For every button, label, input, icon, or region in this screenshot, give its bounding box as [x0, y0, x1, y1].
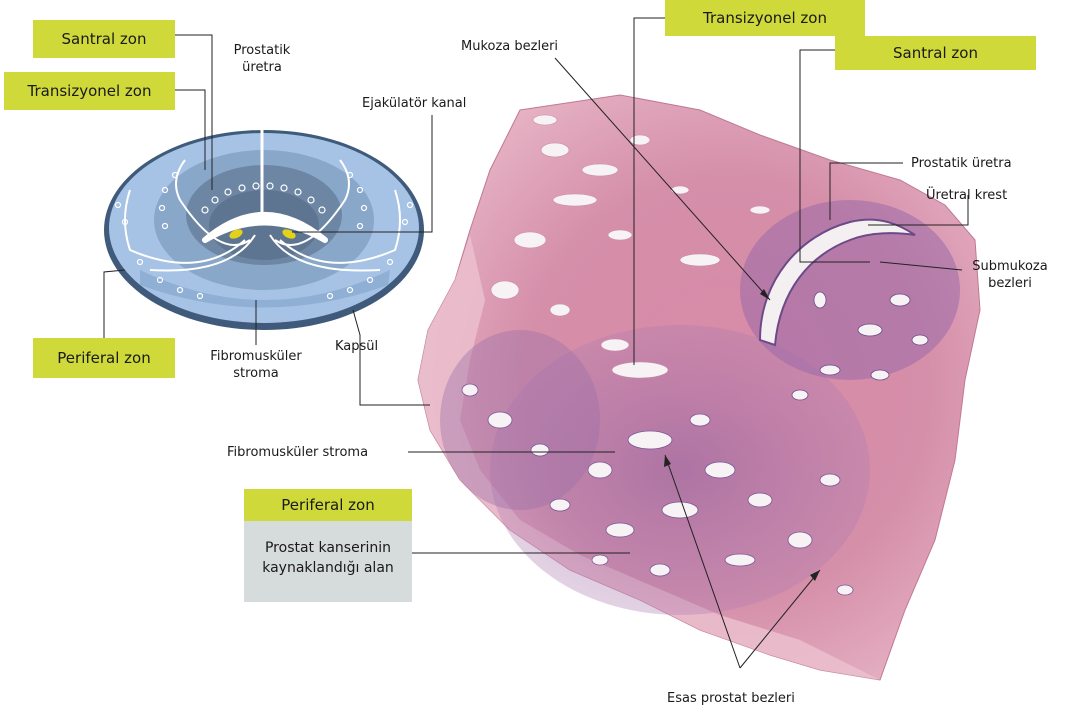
- label-prostatik-uretra-histology: Prostatik üretra: [911, 155, 1012, 172]
- label-prostatik-uretra-schematic: Prostatik üretra: [222, 42, 302, 76]
- label-ejakulator-kanal: Ejakülatör kanal: [362, 95, 466, 112]
- label-esas-prostat-bezleri: Esas prostat bezleri: [667, 690, 795, 707]
- label-fibromuskuler-stroma-schematic: Fibromusküler stroma: [196, 348, 316, 382]
- badge-transizyonel-zon-left: Transizyonel zon: [4, 72, 175, 110]
- label-kapsul: Kapsül: [335, 338, 378, 355]
- schematic-cross-section: [104, 80, 424, 330]
- lower-glands-region: [440, 330, 600, 510]
- label-submukoza-bezleri: Submukoza bezleri: [960, 258, 1060, 292]
- label-fibromuskuler-stroma-histology: Fibromusküler stroma: [227, 444, 368, 461]
- label-mukoza-bezleri: Mukoza bezleri: [461, 38, 558, 55]
- cancer-origin-text: Prostat kanserinin kaynaklandığı alan: [244, 538, 412, 578]
- label-uretral-krest: Üretral krest: [926, 187, 1007, 204]
- cancer-origin-box: Prostat kanserinin kaynaklandığı alan: [244, 520, 412, 602]
- badge-periferal-zon-box: Periferal zon: [244, 489, 412, 521]
- badge-transizyonel-zon-right: Transizyonel zon: [665, 0, 865, 36]
- badge-santral-zon-left: Santral zon: [33, 20, 175, 58]
- badge-santral-zon-right: Santral zon: [835, 36, 1036, 70]
- badge-periferal-zon-left: Periferal zon: [33, 338, 175, 378]
- histology-section: [418, 95, 980, 680]
